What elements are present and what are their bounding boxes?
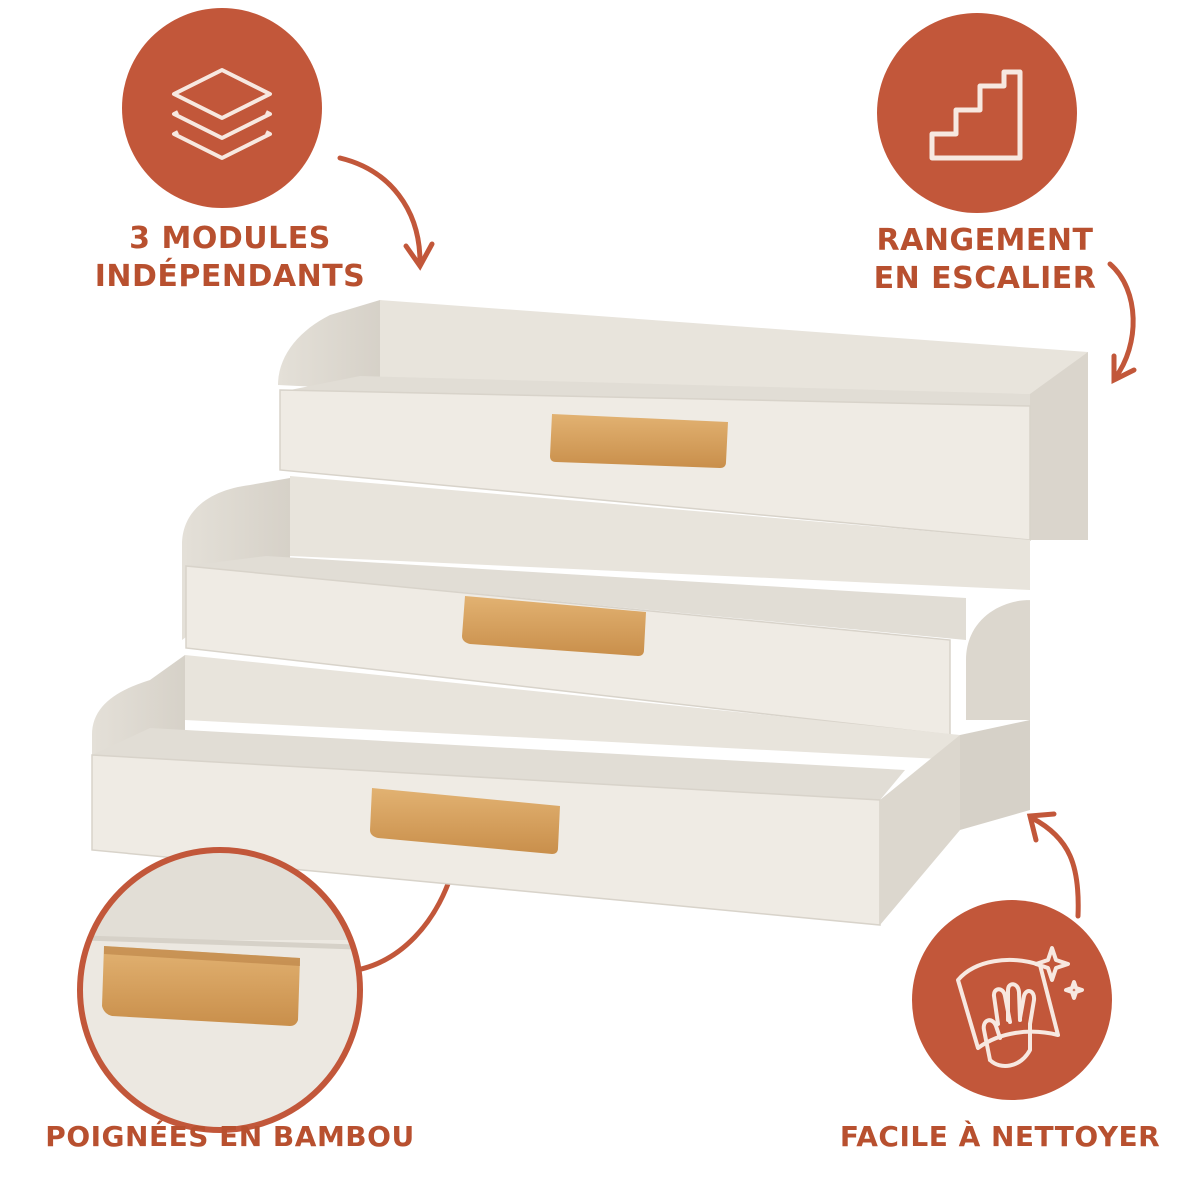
escalier-label: RANGEMENT EN ESCALIER xyxy=(840,222,1130,298)
bamboo-handle-middle xyxy=(462,596,646,656)
arrow-nettoyer xyxy=(1026,811,1081,919)
nettoyer-label-line1: FACILE À NETTOYER xyxy=(839,1120,1161,1153)
modules-label: 3 MODULES INDÉPENDANTS xyxy=(60,220,400,296)
bamboo-handle-top xyxy=(550,414,728,468)
cleaning-icon-circle xyxy=(912,900,1112,1100)
organizer-top-tier xyxy=(278,300,1088,541)
modules-icon-circle xyxy=(122,8,322,208)
modules-label-line2: INDÉPENDANTS xyxy=(94,259,366,294)
bambou-label-line1: POIGNÉES EN BAMBOU xyxy=(45,1120,415,1153)
stacked-layers-icon xyxy=(172,68,272,160)
hand-wiping-cloth-icon xyxy=(956,946,1084,1068)
stairs-icon-circle xyxy=(877,13,1077,213)
bambou-label: POIGNÉES EN BAMBOU xyxy=(20,1118,440,1156)
arrow-modules xyxy=(337,155,435,271)
nettoyer-label: FACILE À NETTOYER xyxy=(820,1118,1180,1156)
organizer-bottom-tier xyxy=(91,655,1030,926)
bamboo-handle-closeup xyxy=(77,847,363,1133)
escalier-label-line1: RANGEMENT xyxy=(876,223,1094,258)
bamboo-handle-bottom xyxy=(370,788,560,854)
arrow-escalier xyxy=(1107,261,1137,385)
escalier-label-line2: EN ESCALIER xyxy=(873,261,1097,296)
modules-label-line1: 3 MODULES xyxy=(129,221,331,256)
organizer-middle-tier xyxy=(182,476,1030,736)
stairs-icon xyxy=(929,69,1023,161)
